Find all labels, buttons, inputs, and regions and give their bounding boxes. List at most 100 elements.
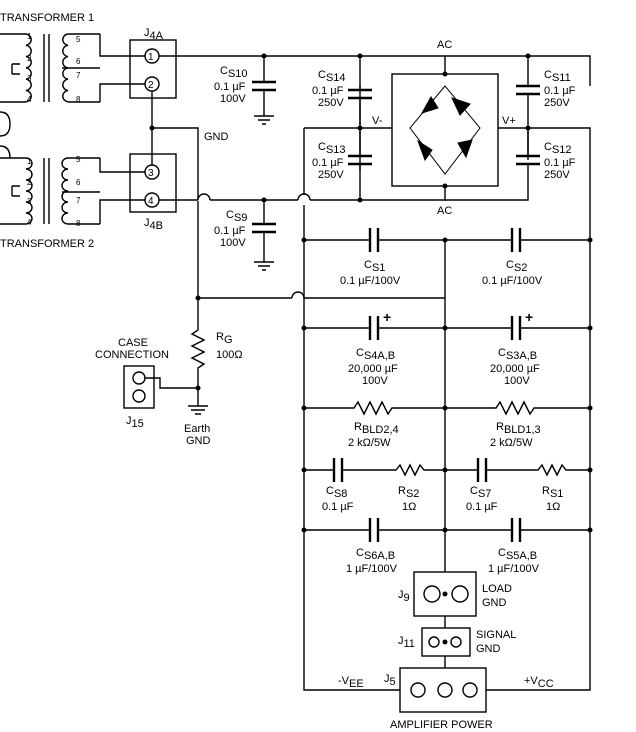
- svg-text:100V: 100V: [220, 93, 246, 105]
- svg-text:250V: 250V: [318, 169, 344, 181]
- earth-ground: Earth GND: [184, 388, 211, 447]
- svg-text:GND: GND: [482, 597, 507, 609]
- capacitor-cs6: CS6A,B 1 µF/100V: [301, 518, 448, 575]
- svg-text:CS12: CS12: [544, 141, 572, 156]
- svg-text:20,000 µF: 20,000 µF: [490, 363, 540, 375]
- svg-text:J9: J9: [398, 589, 410, 604]
- v-plus-label: V+: [502, 115, 516, 127]
- svg-text:RBLD1,3: RBLD1,3: [496, 421, 541, 436]
- j4a-pin-2: 2: [148, 80, 154, 91]
- svg-text:+: +: [525, 309, 533, 325]
- ac-top-label: AC: [437, 39, 452, 51]
- svg-text:CS3A,B: CS3A,B: [498, 347, 537, 362]
- connector-j4a: J4A 1 2: [129, 27, 177, 99]
- amplifier-power-label: AMPLIFIER POWER: [390, 719, 493, 731]
- svg-text:J15: J15: [126, 415, 144, 430]
- svg-text:CS9: CS9: [226, 209, 247, 224]
- t1-pin-4: 4: [27, 95, 32, 104]
- snubber-cs7-rs1: CS7 0.1 µF RS1 1Ω: [445, 458, 593, 513]
- svg-text:CS6A,B: CS6A,B: [356, 547, 395, 562]
- svg-text:1Ω: 1Ω: [402, 501, 416, 513]
- svg-text:J4B: J4B: [144, 217, 163, 232]
- svg-text:CS10: CS10: [220, 65, 248, 80]
- svg-text:GND: GND: [476, 643, 501, 655]
- diode-4: [457, 139, 473, 159]
- diode-2: [451, 97, 471, 116]
- t1-pin-2: 2: [27, 54, 32, 63]
- t2-pin-5: 5: [76, 155, 81, 164]
- transformer-connections: [99, 34, 145, 224]
- earth-label-2: GND: [186, 435, 211, 447]
- svg-text:1 µF/100V: 1 µF/100V: [346, 563, 398, 575]
- svg-text:0.1 µF: 0.1 µF: [312, 157, 344, 169]
- capacitor-cs3: + CS3A,B 20,000 µF 100V: [445, 309, 593, 387]
- svg-text:1 µF/100V: 1 µF/100V: [488, 563, 540, 575]
- transformer-1-label: TRANSFORMER 1: [0, 12, 94, 24]
- diode-1: [420, 96, 439, 114]
- svg-text:RBLD2,4: RBLD2,4: [354, 421, 399, 436]
- t1-pin-3: 3: [27, 74, 32, 83]
- capacitor-cs12: CS12 0.1 µF 250V: [445, 125, 576, 201]
- svg-text:0.1 µF/100V: 0.1 µF/100V: [482, 275, 543, 287]
- transformer-2: TRANSFORMER 2 1 2 3 4 5 6 7 8: [0, 155, 100, 250]
- transformer-1: TRANSFORMER 1 1 2 3 4 5 6 7 8: [0, 12, 100, 104]
- transformer-2-label: TRANSFORMER 2: [0, 238, 94, 250]
- svg-text:100V: 100V: [220, 237, 246, 249]
- t2-pin-4: 4: [27, 218, 32, 227]
- capacitor-cs4: + CS4A,B 20,000 µF 100V: [301, 309, 448, 387]
- svg-text:2 kΩ/5W: 2 kΩ/5W: [348, 437, 391, 449]
- svg-text:RS2: RS2: [398, 485, 419, 500]
- svg-text:250V: 250V: [544, 97, 570, 109]
- svg-text:CS4A,B: CS4A,B: [356, 347, 395, 362]
- svg-text:RS1: RS1: [542, 485, 563, 500]
- primary-wiring: [0, 111, 11, 159]
- t1-pin-8: 8: [76, 95, 81, 104]
- svg-text:CS11: CS11: [544, 69, 571, 84]
- t2-pin-3: 3: [27, 197, 32, 206]
- t2-pin-1: 1: [27, 157, 32, 166]
- svg-text:J5: J5: [384, 673, 396, 688]
- t1-pin-5: 5: [76, 35, 81, 44]
- bridge-rectifier: AC AC V- V+: [372, 39, 516, 217]
- capacitor-cs5: CS5A,B 1 µF/100V: [445, 518, 593, 575]
- svg-text:0.1 µF: 0.1 µF: [544, 85, 576, 97]
- connector-j15: CASE CONNECTION J15: [95, 337, 198, 430]
- svg-text:100Ω: 100Ω: [216, 349, 243, 361]
- svg-text:SIGNAL: SIGNAL: [476, 629, 516, 641]
- svg-text:CS1: CS1: [364, 259, 385, 274]
- svg-text:RG: RG: [216, 331, 233, 346]
- svg-text:0.1 µF: 0.1 µF: [322, 501, 354, 513]
- earth-label-1: Earth: [184, 423, 210, 435]
- resistor-rbld13: RBLD1,3 2 kΩ/5W: [445, 400, 593, 449]
- capacitor-cs13: CS13 0.1 µF 250V: [312, 125, 372, 203]
- j4a-pin-1: 1: [148, 52, 154, 63]
- svg-text:1Ω: 1Ω: [546, 501, 560, 513]
- svg-text:0.1 µF: 0.1 µF: [214, 225, 246, 237]
- t2-pin-2: 2: [27, 178, 32, 187]
- t1-pin-1: 1: [27, 32, 32, 41]
- svg-text:0.1 µF/100V: 0.1 µF/100V: [340, 275, 401, 287]
- svg-text:0.1 µF: 0.1 µF: [214, 81, 246, 93]
- svg-text:CS2: CS2: [506, 259, 527, 274]
- svg-text:J4A: J4A: [144, 27, 164, 42]
- t1-pin-7: 7: [76, 71, 81, 80]
- svg-text:CS14: CS14: [318, 69, 346, 84]
- connector-j11: J11 SIGNAL GND: [398, 627, 516, 657]
- svg-text:+: +: [383, 309, 391, 325]
- vcc-label: +VCC: [524, 675, 554, 690]
- svg-text:0.1 µF: 0.1 µF: [312, 85, 344, 97]
- j4b-pin-3: 3: [148, 168, 154, 179]
- capacitor-cs14: CS14 0.1 µF 250V: [312, 53, 372, 128]
- svg-text:100V: 100V: [504, 375, 530, 387]
- svg-text:250V: 250V: [544, 169, 570, 181]
- svg-text:100V: 100V: [362, 375, 388, 387]
- t2-pin-6: 6: [76, 178, 81, 187]
- snubber-cs8-rs2: CS8 0.1 µF RS2 1Ω: [301, 458, 448, 513]
- svg-text:0.1 µF: 0.1 µF: [466, 501, 498, 513]
- svg-text:250V: 250V: [318, 97, 344, 109]
- ac-bottom-label: AC: [437, 205, 452, 217]
- t1-pin-6: 6: [76, 57, 81, 66]
- connector-j5: J5 AMPLIFIER POWER: [384, 667, 493, 731]
- resistor-rbld24: RBLD2,4 2 kΩ/5W: [301, 400, 448, 449]
